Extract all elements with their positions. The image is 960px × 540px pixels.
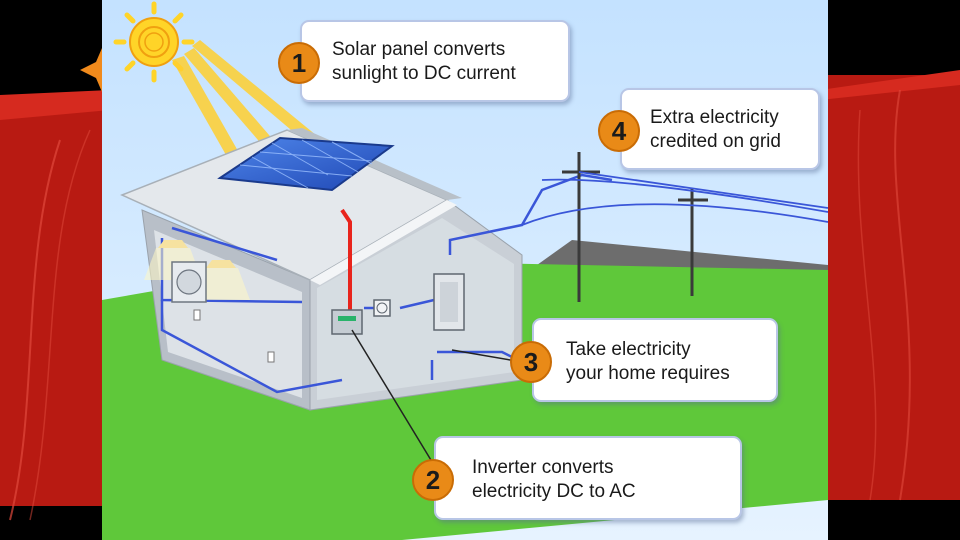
step-4-badge: 4 [598, 110, 640, 152]
callout-4-line1: Extra electricity [650, 107, 779, 128]
callout-4-line2: credited on grid [650, 131, 781, 152]
meter-icon [373, 299, 391, 317]
callout-home-usage: 3 Take electricity your home requires [510, 318, 778, 402]
right-red-panel [820, 75, 960, 500]
sun-rays [172, 40, 322, 162]
dc-wire [340, 208, 352, 312]
step-3-badge: 3 [510, 341, 552, 383]
left-red-panel [0, 96, 110, 506]
power-lines [521, 171, 828, 226]
callout-1-line1: Solar panel converts [332, 39, 506, 60]
right-ribbon-curve [894, 89, 911, 501]
callout-1-line2: sunlight to DC current [332, 63, 516, 84]
breaker-panel-icon [433, 273, 465, 331]
callout-2-line2: electricity DC to AC [472, 481, 636, 502]
callout-grid-credit: 4 Extra electricity credited on grid [598, 88, 820, 170]
step-1-badge: 1 [278, 42, 320, 84]
step-2-badge: 2 [412, 459, 454, 501]
inverter-icon [331, 309, 363, 335]
left-ribbon-curve [9, 139, 61, 521]
leader-line-2 [351, 329, 438, 471]
roof-gable [310, 200, 457, 285]
solar-panel-icon [217, 136, 395, 192]
callout-solar-panel: 1 Solar panel converts sunlight to DC cu… [278, 20, 570, 102]
callout-inverter: 2 Inverter converts electricity DC to AC [412, 436, 742, 520]
callout-2-line1: Inverter converts [472, 457, 614, 478]
callout-3-line2: your home requires [566, 363, 730, 384]
air-conditioner-icon [171, 261, 207, 303]
outlet-icon [193, 309, 201, 321]
outlet-icon [267, 351, 275, 363]
callout-3-line1: Take electricity [566, 339, 691, 360]
